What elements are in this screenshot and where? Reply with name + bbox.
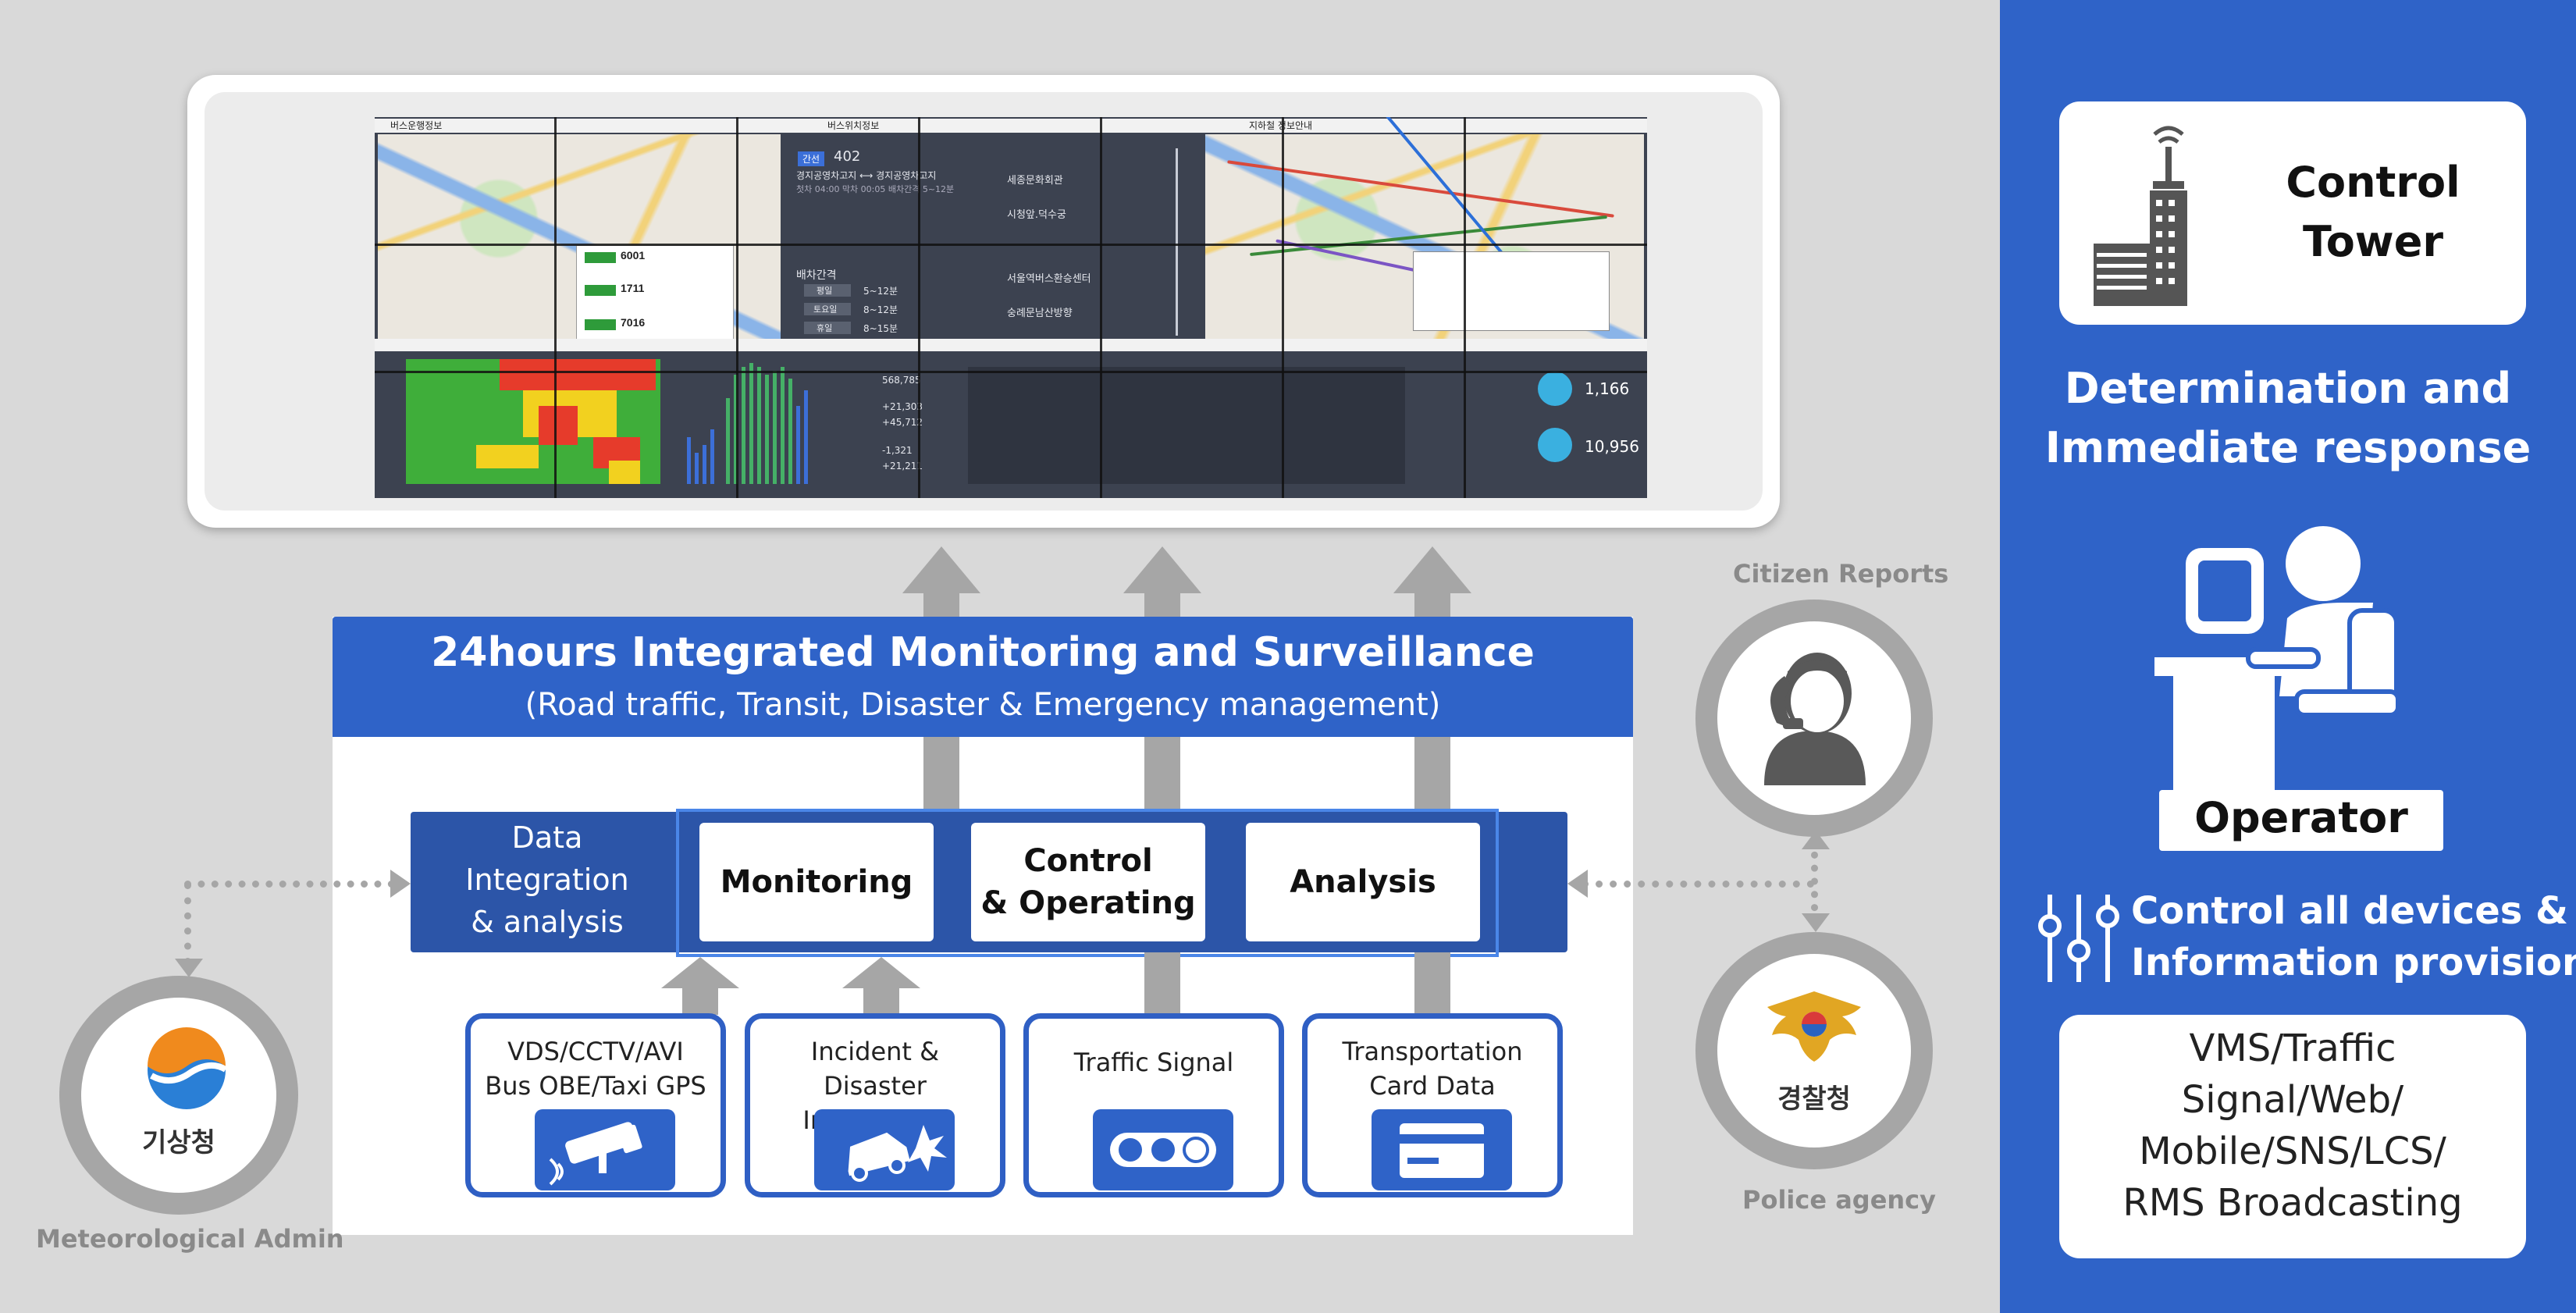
channel-line: Signal/Web/ xyxy=(2181,1078,2404,1122)
bus-number: 1711 xyxy=(621,282,645,294)
modules-outline xyxy=(676,809,1499,957)
traffic-signal-icon xyxy=(1093,1109,1233,1190)
heatmap-panel xyxy=(406,359,660,484)
connector-meteo-horizontal xyxy=(184,881,395,888)
determination-heading: Determination and Immediate response xyxy=(2044,364,2532,472)
connector-meteo-vertical xyxy=(184,882,191,965)
arrow-shaft xyxy=(1144,952,1180,1015)
connector-arrowhead xyxy=(390,870,411,898)
dispatch-label: 배차간격 xyxy=(796,269,837,282)
dispatch-row-label: 평일 xyxy=(817,286,833,296)
header-band xyxy=(333,617,1633,737)
bus-popup: 6001 1711 7016 xyxy=(576,245,734,347)
subway-popup xyxy=(1413,251,1610,331)
bicycle-icon xyxy=(1538,372,1572,406)
channels-card xyxy=(2059,1015,2526,1258)
data-integration-label: Data Integration & analysis xyxy=(465,820,629,939)
meteorological-logo-text: 기상청 xyxy=(142,1127,215,1158)
bus-number: 7016 xyxy=(621,316,646,329)
route-endpoints: 경지공영차고지 ⟷ 경지공영차고지 xyxy=(796,170,937,181)
stat-value: -1,321 xyxy=(882,445,913,456)
route-number: 402 xyxy=(834,148,861,165)
panel-title-strip xyxy=(375,339,1647,351)
channel-line: Mobile/SNS/LCS/ xyxy=(2139,1130,2446,1173)
channel-line: VMS/Traffic xyxy=(2189,1027,2396,1070)
connector-arrowhead xyxy=(1802,913,1830,932)
phone-caller-icon xyxy=(1749,637,1881,785)
connector-arrowhead xyxy=(1567,870,1588,898)
police-agency-label: Police agency xyxy=(1742,1185,1936,1215)
stat-value: 568,785 xyxy=(882,375,921,386)
control-operating-module: Control& Operating xyxy=(971,823,1205,941)
slider-controls-icon xyxy=(2036,895,2122,982)
bar-chart-panel xyxy=(679,359,851,484)
meteorological-logo-icon xyxy=(144,1027,229,1113)
stop-name: 세종문화회관 xyxy=(1007,175,1063,187)
channels-list: VMS/Traffic Signal/Web/ Mobile/SNS/LCS/ … xyxy=(2059,1023,2526,1229)
video-wall-screen: 버스운행정보 버스위치정보 지하철 정보안내 6001 1711 7016 간선… xyxy=(375,117,1647,498)
monitoring-module: Monitoring xyxy=(699,823,934,941)
source-incident-disaster: Incident &Disaster Information xyxy=(745,1013,1005,1197)
stat-count: 1,166 xyxy=(1585,379,1630,398)
stat-value: +45,712 xyxy=(882,417,923,428)
panel-title-bus-location: 버스위치정보 xyxy=(781,119,1202,133)
bus-number: 6001 xyxy=(621,249,646,262)
cctv-camera-icon xyxy=(535,1109,675,1190)
dispatch-row-value: 5~12분 xyxy=(863,286,898,297)
route-line xyxy=(1176,148,1178,336)
stat-value: +21,211 xyxy=(882,461,923,471)
citizen-reports-label: Citizen Reports xyxy=(1733,559,1949,589)
meteorological-label: Meteorological Admin xyxy=(36,1224,344,1254)
operator-label: Operator xyxy=(2194,793,2408,842)
connector-arrowhead xyxy=(1802,831,1830,849)
route-badge: 간선 xyxy=(798,151,825,166)
analysis-module: Analysis xyxy=(1246,823,1480,941)
operator-icon xyxy=(2154,525,2428,790)
control-tower-icon xyxy=(2094,119,2239,306)
connector-citizen-horizontal xyxy=(1582,881,1814,888)
dispatch-row-label: 토요일 xyxy=(813,304,838,315)
channel-line: RMS Broadcasting xyxy=(2122,1181,2463,1225)
connector-arrowhead xyxy=(175,959,203,977)
police-logo-text: 경찰청 xyxy=(1777,1083,1851,1115)
transit-card-icon xyxy=(1372,1109,1512,1190)
connector-citizen-police xyxy=(1811,838,1818,924)
page-title: 24hours Integrated Monitoring and Survei… xyxy=(431,629,1535,676)
stop-name: 시청앞.덕수궁 xyxy=(1007,209,1066,221)
panel-title-bus-operation: 버스운행정보 xyxy=(375,119,781,133)
police-emblem-icon xyxy=(1759,984,1869,1069)
car-crash-icon xyxy=(814,1109,955,1190)
source-traffic-signal: Traffic Signal xyxy=(1023,1013,1284,1197)
arrow-shaft xyxy=(923,737,959,812)
stop-name: 서울역버스환승센터 xyxy=(1007,273,1091,285)
route-schedule: 첫차 04:00 막차 00:05 배차간격 5~12분 xyxy=(796,184,955,194)
stop-name: 숭례문남산방향 xyxy=(1007,308,1073,319)
stat-count: 10,956 xyxy=(1585,437,1639,456)
arrow-shaft xyxy=(1414,737,1450,812)
dashboard-panel xyxy=(968,367,1405,484)
page-subtitle: (Road traffic, Transit, Disaster & Emerg… xyxy=(525,687,1441,723)
panel-title-subway-info: 지하철 정보안내 xyxy=(1202,119,1647,133)
route-info-panel xyxy=(781,134,1202,345)
control-tower-title: Control Tower xyxy=(2286,158,2460,266)
statistics-panel xyxy=(1413,359,1639,492)
dispatch-row-label: 휴일 xyxy=(817,323,833,333)
stat-value: +21,303 xyxy=(882,401,923,412)
control-all-heading: Control all devices & Information provis… xyxy=(2131,889,2576,984)
arrow-shaft xyxy=(1414,952,1450,1015)
arrow-shaft xyxy=(1144,737,1180,812)
operator-label-box xyxy=(2159,790,2443,851)
walker-icon xyxy=(1538,428,1572,462)
dispatch-row-value: 8~15분 xyxy=(863,323,898,334)
dispatch-row-value: 8~12분 xyxy=(863,304,898,315)
